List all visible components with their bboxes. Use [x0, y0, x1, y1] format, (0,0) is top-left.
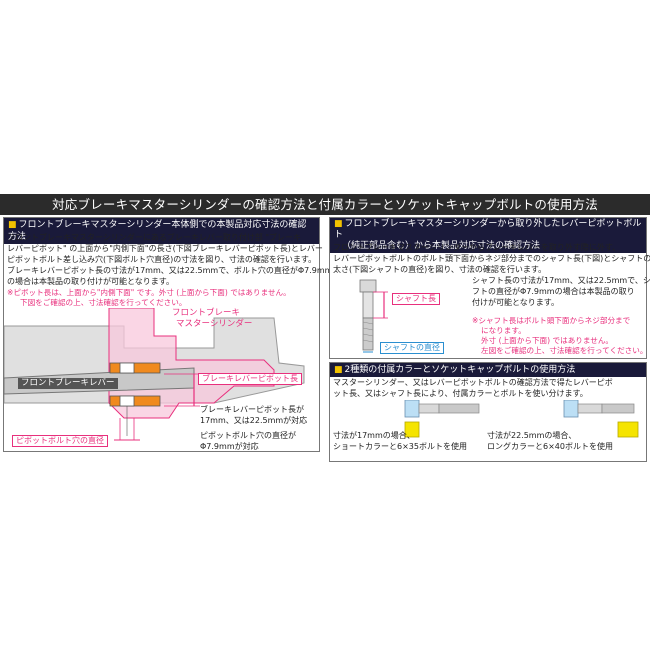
brake-lever-label: フロントブレーキレバー	[18, 378, 118, 389]
left-text-line: フロントブレーキマスターシリンダーにあるブレーキレバー取り付け部 "ブレーキ	[7, 233, 302, 242]
right-top-line: レバーピボットボルトのボルト頭下面からネジ部分までのシャフト長(下図)とシャフト…	[333, 254, 650, 263]
spec1-line-a: ブレーキレバーピボット長が	[200, 405, 304, 414]
right-note-line: 外寸 (上面から下面) ではありません。	[481, 336, 614, 345]
bolt-shaft	[362, 291, 374, 319]
short-bolt-head	[404, 400, 420, 418]
left-text-line: ピボットボルト差し込み穴(下図ボルト穴直径)の寸法を図り、寸法の確認を行います。	[7, 255, 317, 264]
right-spec-line: 付けが可能となります。	[472, 298, 559, 307]
short-collar	[404, 421, 420, 438]
right-mid-line: ット長、又はシャフト長により、付属カラーとボルトを使い分けます。	[333, 389, 588, 398]
right-top-line: 太さ(下図シャフトの直径)を図り、寸法の確認を行います。	[333, 265, 547, 274]
left-section-header: ■フロントブレーキマスターシリンダー本体側での本製品対応寸法の確認方法	[4, 218, 319, 244]
left-note-2: 下図をご確認の上、寸法確認を行ってください。	[20, 298, 187, 307]
right-note-line: になります。	[481, 326, 526, 335]
upper-washer	[109, 362, 161, 374]
short-bolt-thread	[438, 403, 480, 414]
spec2-line-b: Φ7.9mmが対応	[200, 442, 259, 451]
lower-washer	[109, 395, 161, 407]
case1-line-a: 寸法が17mmの場合、	[333, 431, 415, 440]
long-bolt-head	[563, 400, 579, 418]
right-spec-line: フトの直径がΦ7.9mmの場合は本製品の取り	[472, 287, 635, 296]
left-text-line: ブレーキレバーピボット長の寸法が17mm、又は22.5mmで、ボルト穴の直径がΦ…	[7, 266, 333, 275]
short-bolt-set	[404, 400, 480, 438]
hole-diameter-label: ピボットボルト穴の直径	[12, 435, 108, 447]
right-mid-line: マスターシリンダー、又はレバーピボットボルトの確認方法で得たレバーピボ	[333, 378, 613, 387]
bolt-thread-mark	[362, 321, 374, 325]
spec1-line-b: 17mm、又は22.5mmが対応	[200, 416, 308, 425]
spec2-line-a: ピボットボルト穴の直径が	[200, 431, 296, 440]
shaft-length-label: シャフト長	[392, 293, 440, 305]
right-top-header: ■フロントブレーキマスターシリンダーから取り外したレバーピボットボルト （純正部…	[330, 218, 646, 253]
right-spec-line: シャフト長の寸法が17mm、又は22.5mmで、シャ	[472, 276, 650, 285]
master-cylinder-label-1: フロントブレーキ	[172, 308, 241, 318]
case2-line-b: ロングカラーと6×40ボルトを使用	[487, 442, 613, 451]
short-bolt-shank	[418, 403, 440, 414]
pivot-bolt-diagram	[359, 279, 388, 353]
right-mid-header-text: 2種類の付属カラーとソケットキャップボルトの使用方法	[344, 365, 576, 375]
bolt-thread-mark	[362, 339, 374, 343]
lower-hole	[119, 395, 135, 407]
right-top-line: フロントブレーキマスターシリンダーからブレーキレバーを取り外す際に外す、	[333, 243, 621, 252]
left-header-text: フロントブレーキマスターシリンダー本体側での本製品対応寸法の確認方法	[8, 220, 307, 242]
right-top-header-2: （純正部品含む）から本製品対応寸法の確認方法	[342, 241, 541, 251]
long-bolt-shank	[577, 403, 603, 414]
left-note-1: ※ピボット長は、上面から"内側下面" です。外寸 (上面から下面) ではありませ…	[7, 288, 291, 297]
right-note-line: 左図をご確認の上、寸法確認を行ってください。	[481, 346, 648, 355]
bolt-thread-mark	[362, 327, 374, 331]
right-top-panel: ■フロントブレーキマスターシリンダーから取り外したレバーピボットボルト （純正部…	[329, 217, 647, 359]
upper-hole	[119, 362, 135, 374]
case1-line-b: ショートカラーと6×35ボルトを使用	[333, 442, 467, 451]
right-note-line: ※シャフト長はボルト頭下面からネジ部分まで	[472, 316, 631, 325]
shaft-diameter-label: シャフトの直径	[380, 342, 444, 354]
master-cylinder-label-2: マスターシリンダー	[176, 319, 253, 329]
long-bolt-thread	[601, 403, 635, 414]
long-collar	[617, 421, 639, 438]
left-text-line: の場合は本製品の取り付けが可能となります。	[7, 277, 174, 286]
master-cylinder-shape	[108, 308, 275, 419]
pivot-length-label: ブレーキレバーピボット長	[198, 373, 302, 385]
right-top-header-1: フロントブレーキマスターシリンダーから取り外したレバーピボットボルト	[334, 219, 642, 240]
bolt-thread-mark	[362, 333, 374, 337]
long-bolt-set	[563, 400, 639, 438]
left-text-line: レバーピボット" の上面から"内側下面"の長さ(下図ブレーキレバーピボット長)と…	[7, 244, 323, 253]
page-title: 対応ブレーキマスターシリンダーの確認方法と付属カラーとソケットキャップボルトの使…	[0, 194, 650, 215]
right-mid-header: ■2種類の付属カラーとソケットキャップボルトの使用方法	[330, 363, 646, 377]
case2-line-a: 寸法が22.5mmの場合、	[487, 431, 577, 440]
bolt-head	[359, 279, 377, 293]
